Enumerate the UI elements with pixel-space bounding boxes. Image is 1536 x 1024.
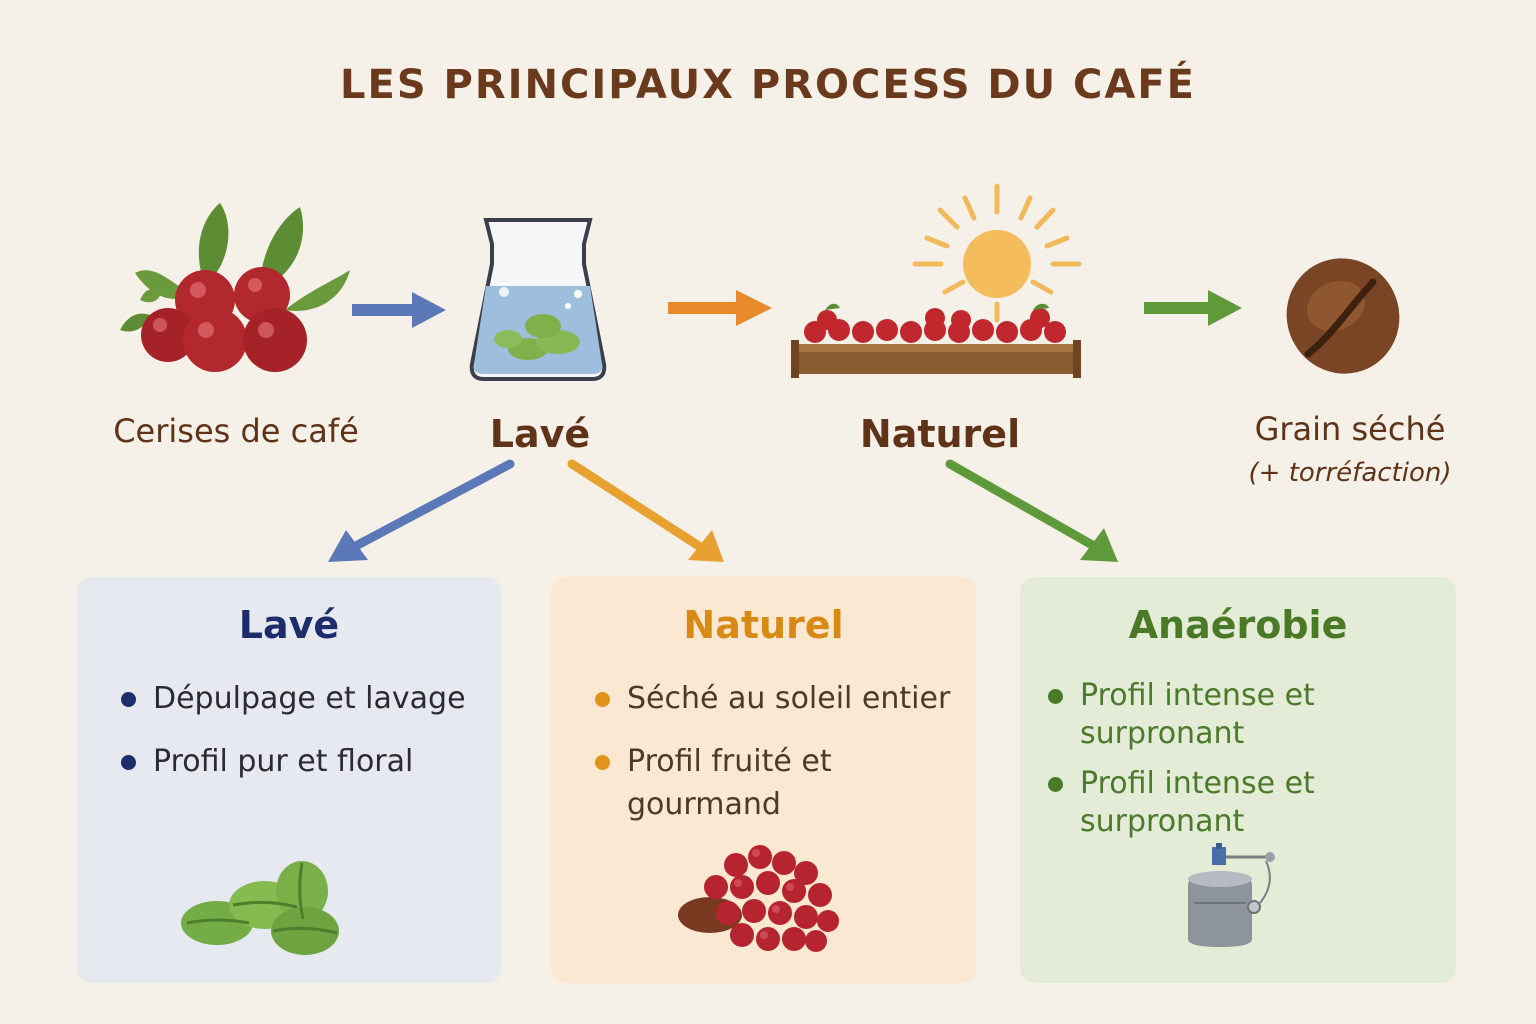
bullet-list: Profil intense et surpronant Profil inte… (1044, 677, 1436, 853)
list-item: Profil intense et surpronant (1044, 765, 1436, 841)
bullet-dot (1048, 689, 1063, 704)
arrow-right-green (1144, 290, 1242, 326)
bullet-text: Séché au soleil entier (627, 681, 951, 716)
card-anaerobie: Anaérobie Profil intense et surpronant P… (1020, 577, 1456, 983)
bullet-list: Séché au soleil entier Profil fruité et … (591, 677, 956, 846)
bullet-dot (121, 755, 136, 770)
water-beaker-icon (469, 218, 607, 381)
fermentation-tank-icon (1188, 843, 1275, 947)
bullet-dot (595, 755, 610, 770)
step-label-cerises: Cerises de café (113, 412, 359, 450)
arrow-right-blue (352, 292, 446, 328)
list-item: Profil intense et surpronant (1044, 677, 1436, 753)
card-naturel: Naturel Séché au soleil entier Profil fr… (551, 577, 976, 983)
bullet-dot (595, 692, 610, 707)
bullet-text: Profil pur et floral (153, 744, 414, 779)
step-label-lave: Lavé (489, 412, 591, 456)
step-label-grain-sub: (+ torréfaction) (1248, 458, 1452, 488)
bullet-text: Profil fruité et gourmand (627, 744, 832, 822)
step-label-naturel: Naturel (859, 412, 1021, 456)
card-title: Lavé (238, 603, 340, 647)
roasted-bean-icon (1286, 258, 1400, 374)
arrow-down-left-blue (328, 459, 515, 562)
arrow-down-right-orange (567, 459, 724, 562)
arrow-down-right-green (945, 459, 1118, 562)
bullet-text: Profil intense et surpronant (1080, 678, 1315, 751)
card-title: Anaérobie (1128, 603, 1348, 647)
list-item: Profil fruité et gourmand (591, 740, 956, 826)
bullet-text: Dépulpage et lavage (153, 681, 466, 716)
green-beans-icon (181, 861, 339, 955)
list-item: Profil pur et floral (117, 740, 481, 783)
card-title: Naturel (683, 603, 844, 647)
bullet-dot (121, 692, 136, 707)
arrow-right-orange (668, 290, 772, 326)
red-cherries-pile-icon (678, 845, 839, 952)
sun-drying-bed-icon (791, 183, 1082, 378)
bullet-list: Dépulpage et lavage Profil pur et floral (117, 677, 481, 803)
page-title: LES PRINCIPAUX PROCESS DU CAFÉ (340, 62, 1196, 108)
card-lave: Lavé Dépulpage et lavage Profil pur et f… (77, 577, 501, 983)
list-item: Dépulpage et lavage (117, 677, 481, 720)
bullet-dot (1048, 777, 1063, 792)
step-label-grain: Grain séché (1254, 410, 1446, 448)
bullet-text: Profil intense et surpronant (1080, 766, 1315, 839)
coffee-cherries-icon (120, 203, 350, 372)
list-item: Séché au soleil entier (591, 677, 956, 720)
